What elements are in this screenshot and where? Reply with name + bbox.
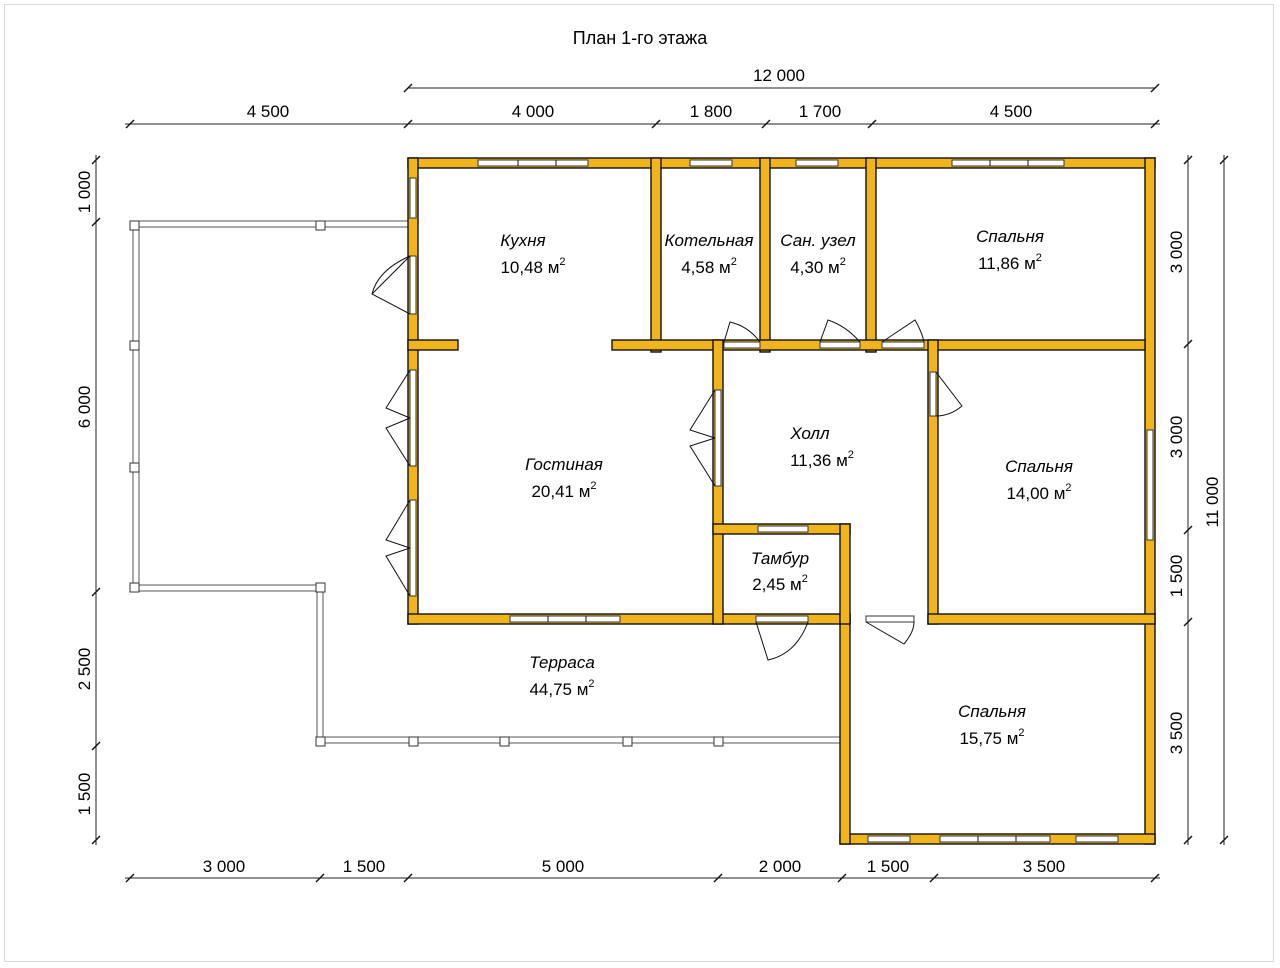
room-bedroom-1: Спальня 11,86 м2: [976, 227, 1044, 273]
room-area: 20,41 м2: [531, 480, 596, 501]
dim-bottom-3: 5 000: [542, 857, 585, 876]
room-name: Сан. узел: [780, 231, 856, 250]
dim-right-total: 11 000: [1203, 477, 1222, 528]
room-area: 15,75 м2: [959, 727, 1024, 748]
dim-left-1: 1 000: [75, 171, 94, 214]
room-area: 14,00 м2: [1006, 482, 1071, 503]
room-name: Кухня: [500, 231, 545, 250]
doors: [371, 255, 963, 661]
dim-bottom-1: 3 000: [203, 857, 246, 876]
room-area: 4,58 м2: [681, 256, 737, 277]
room-labels: Кухня 10,48 м2 Котельная 4,58 м2 Сан. уз…: [500, 227, 1073, 748]
room-area: 10,48 м2: [500, 256, 565, 277]
windows: [409, 159, 1154, 843]
dim-bottom-2: 1 500: [343, 857, 386, 876]
plan-title: План 1-го этажа: [573, 28, 708, 48]
room-name: Спальня: [1005, 457, 1073, 476]
dim-left-3: 2 500: [75, 648, 94, 691]
dim-right-2: 3 000: [1167, 416, 1186, 459]
room-hall: Холл 11,36 м2: [789, 424, 854, 470]
dim-left-4: 1 500: [75, 773, 94, 816]
dimension-lines: [91, 83, 1229, 883]
dim-right-1: 3 000: [1167, 231, 1186, 274]
room-name: Спальня: [976, 227, 1044, 246]
drawing-frame: [4, 4, 1274, 962]
room-bathroom: Сан. узел 4,30 м2: [780, 231, 856, 277]
room-boiler: Котельная 4,58 м2: [665, 231, 754, 277]
room-area: 4,30 м2: [790, 256, 846, 277]
room-name: Терраса: [529, 653, 595, 672]
dim-bottom-4: 2 000: [759, 857, 802, 876]
room-kitchen: Кухня 10,48 м2: [500, 231, 565, 277]
dim-right-3: 1 500: [1167, 555, 1186, 598]
dim-bottom-6: 3 500: [1023, 857, 1066, 876]
room-area: 11,36 м2: [790, 449, 854, 470]
room-bedroom-2: Спальня 14,00 м2: [1005, 457, 1073, 503]
room-vestibule: Тамбур 2,45 м2: [751, 549, 809, 594]
dim-bottom-5: 1 500: [867, 857, 910, 876]
dim-left-2: 6 000: [75, 386, 94, 429]
dim-right-4: 3 500: [1167, 712, 1186, 755]
dim-top-5: 4 500: [990, 102, 1033, 121]
terrace-railing: [129, 220, 844, 747]
room-bedroom-3: Спальня 15,75 м2: [958, 702, 1026, 748]
dim-top-total: 12 000: [753, 66, 805, 85]
room-name: Спальня: [958, 702, 1026, 721]
dim-top-4: 1 700: [799, 102, 842, 121]
room-terrace: Терраса 44,75 м2: [529, 653, 595, 699]
room-name: Гостиная: [525, 455, 603, 474]
dim-top-2: 4 000: [512, 102, 555, 121]
room-name: Холл: [789, 424, 830, 443]
dim-top-3: 1 800: [690, 102, 733, 121]
room-living: Гостиная 20,41 м2: [525, 455, 603, 501]
room-name: Тамбур: [751, 549, 809, 568]
dim-top-1: 4 500: [247, 102, 290, 121]
room-area: 44,75 м2: [529, 678, 594, 699]
room-area: 11,86 м2: [978, 252, 1042, 273]
room-name: Котельная: [665, 231, 754, 250]
room-area: 2,45 м2: [752, 573, 808, 594]
